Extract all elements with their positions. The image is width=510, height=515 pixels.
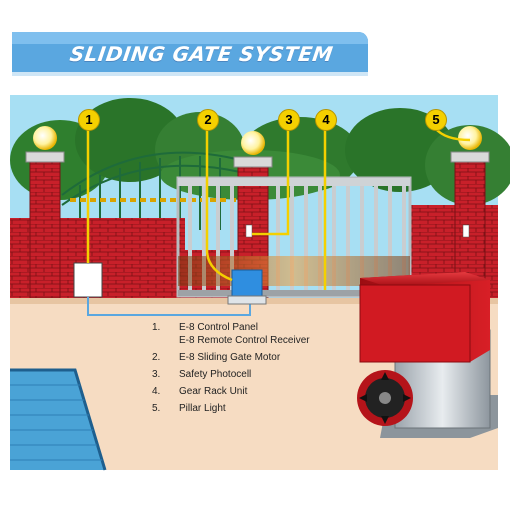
control-panel	[73, 262, 103, 298]
callout-5: 5	[425, 109, 447, 131]
page-title: SLIDING GATE SYSTEM	[68, 42, 335, 66]
legend-label: Gear Rack Unit	[179, 386, 248, 397]
gate-motor-small	[227, 269, 267, 305]
legend-number: 3.	[152, 369, 161, 380]
callout-1: 1	[78, 109, 100, 131]
wiring	[87, 297, 251, 316]
pillar-right	[450, 126, 490, 299]
legend-label: E-8 Control Panel	[179, 322, 258, 333]
pillar-left	[25, 126, 65, 299]
callout-lines	[86, 127, 471, 290]
legend-number: 4.	[152, 386, 161, 397]
gate-motor-large	[357, 272, 498, 438]
legend-number: 2.	[152, 352, 161, 363]
callout-4: 4	[315, 109, 337, 131]
callout-2: 2	[197, 109, 219, 131]
legend-number: 1.	[152, 322, 161, 333]
legend-label: E-8 Sliding Gate Motor	[179, 352, 281, 363]
drive-gear	[359, 372, 411, 424]
house-roof	[10, 368, 107, 471]
trees	[10, 98, 510, 205]
callout-3: 3	[278, 109, 300, 131]
legend-number: 5.	[152, 403, 161, 414]
legend-label: Safety Photocell	[179, 369, 252, 380]
legend-label: Pillar Light	[179, 403, 226, 414]
legend-label: E-8 Remote Control Receiver	[179, 335, 310, 346]
title-banner	[12, 32, 368, 76]
